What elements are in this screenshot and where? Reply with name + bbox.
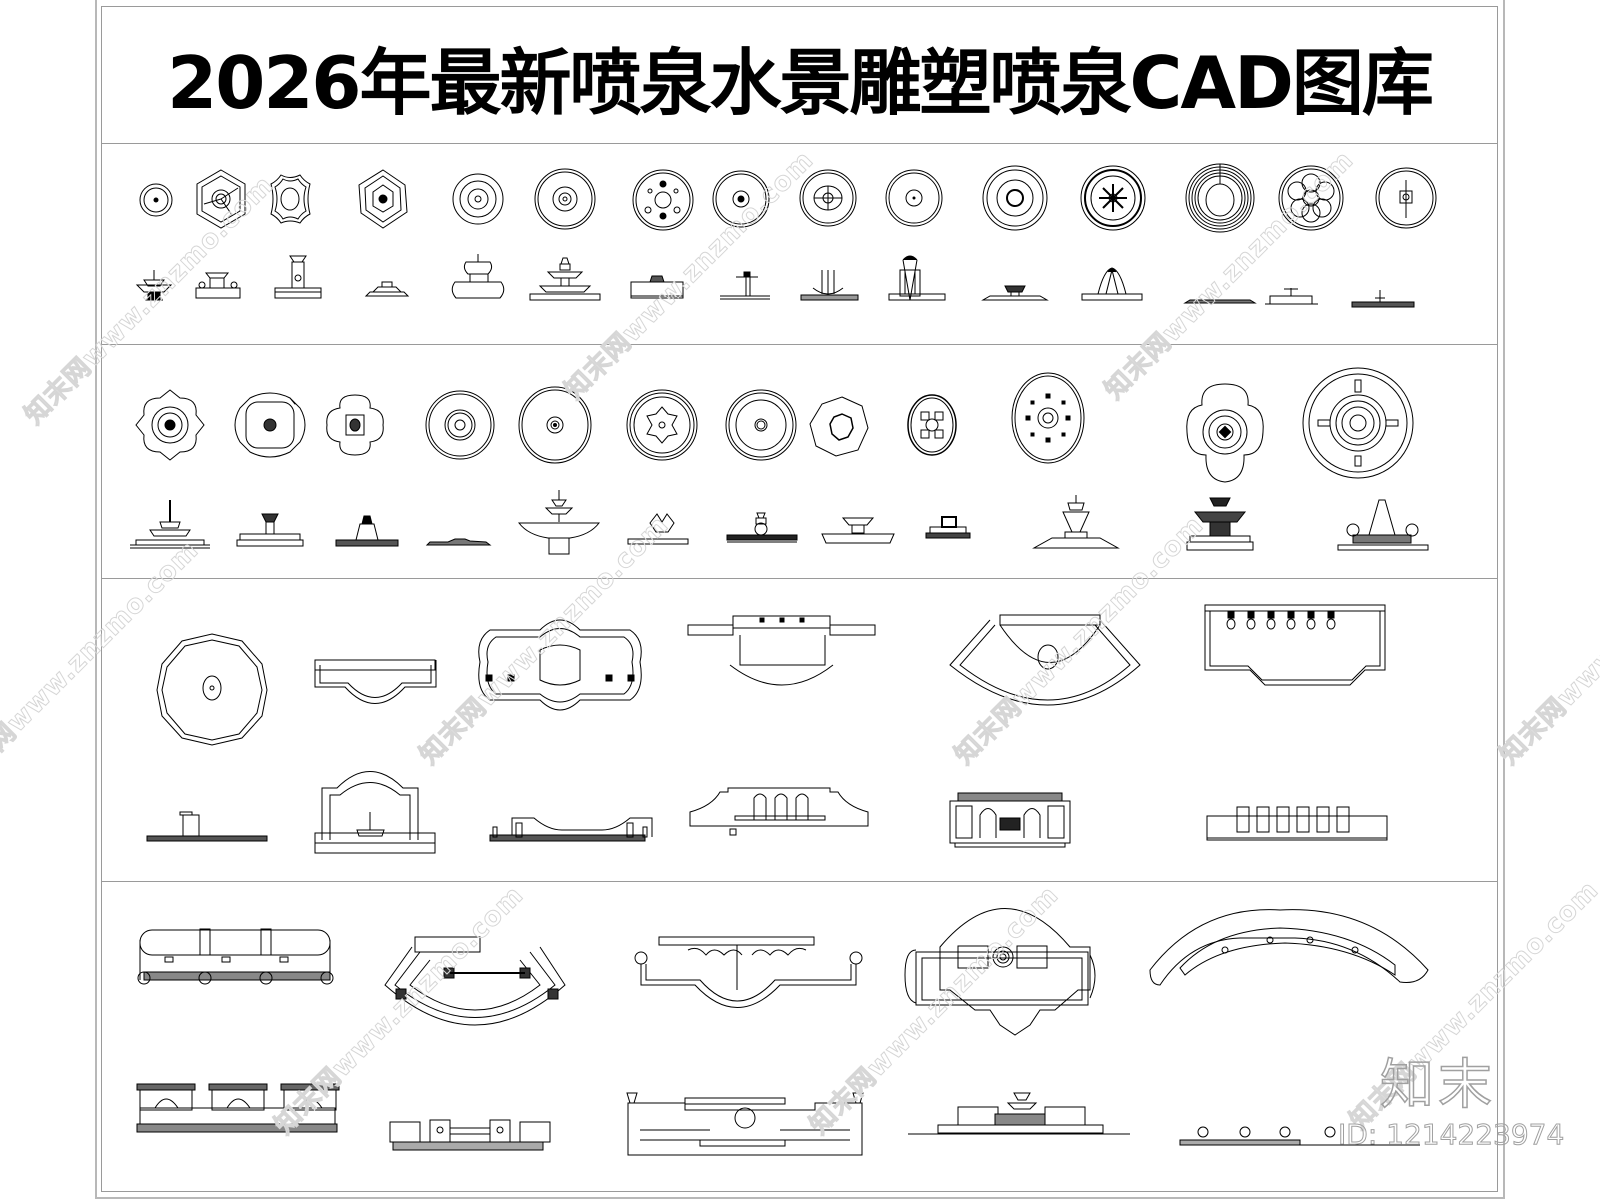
document-id: ID: 1214223974 bbox=[1337, 1118, 1565, 1152]
landscape-fountain-plan-1 bbox=[137, 928, 334, 985]
fountain-plan-3 bbox=[270, 174, 311, 224]
row4-elevations bbox=[136, 1083, 1420, 1156]
fountain-elev-6 bbox=[529, 257, 601, 301]
landscape-fountain-elev-2 bbox=[389, 1119, 551, 1151]
wall-fountain-elev-6 bbox=[1206, 806, 1388, 841]
row1-elevations bbox=[135, 254, 1415, 308]
landscape-fountain-plan-3 bbox=[634, 936, 863, 1008]
fountain-plan-27 bbox=[1302, 367, 1414, 479]
fountain-plan-5 bbox=[452, 173, 504, 225]
wall-fountain-plan-4 bbox=[687, 615, 876, 686]
fountain-plan-20 bbox=[518, 386, 592, 464]
row4-plans bbox=[137, 908, 1429, 1036]
fountain-elev-1 bbox=[135, 270, 173, 301]
fountain-plan-6 bbox=[534, 168, 596, 230]
landscape-fountain-plan-5 bbox=[1149, 909, 1429, 986]
fountain-elev-26 bbox=[1186, 497, 1254, 551]
row2-plans bbox=[135, 367, 1414, 483]
fountain-elev-7 bbox=[630, 275, 684, 299]
fountain-plan-4 bbox=[358, 169, 408, 229]
landscape-fountain-elev-3 bbox=[626, 1092, 864, 1156]
fountain-plan-26 bbox=[1186, 383, 1264, 483]
fountain-plan-12 bbox=[1080, 165, 1146, 231]
fountain-elev-25 bbox=[1032, 495, 1120, 549]
fountain-elev-16 bbox=[130, 500, 210, 549]
wall-fountain-plan-2 bbox=[314, 659, 437, 704]
fountain-plan-14 bbox=[1278, 165, 1344, 231]
fountain-elev-2 bbox=[195, 272, 241, 299]
fountain-plan-7 bbox=[632, 169, 694, 231]
row2-elevations bbox=[130, 490, 1429, 555]
fountain-plan-13 bbox=[1185, 163, 1255, 233]
fountain-elev-15 bbox=[1351, 290, 1415, 308]
fountain-elev-27 bbox=[1337, 499, 1429, 551]
fountain-elev-13 bbox=[1183, 299, 1257, 304]
fountain-elev-14 bbox=[1265, 288, 1318, 305]
wall-fountain-elev-3 bbox=[489, 817, 653, 842]
row3-elevations bbox=[146, 771, 1388, 854]
sheet-outer-frame bbox=[95, 0, 1505, 1199]
fountain-plan-22 bbox=[725, 389, 797, 461]
fountain-plan-19 bbox=[425, 390, 495, 460]
wall-fountain-elev-1 bbox=[146, 811, 268, 842]
fountain-elev-4 bbox=[364, 281, 410, 297]
fountain-elev-17 bbox=[236, 513, 304, 547]
fountain-elev-18 bbox=[335, 515, 399, 547]
wall-fountain-elev-5 bbox=[949, 792, 1071, 848]
fountain-elev-3 bbox=[274, 255, 322, 299]
fountain-elev-20 bbox=[517, 490, 601, 555]
landscape-fountain-elev-1 bbox=[136, 1083, 340, 1133]
fountain-elev-11 bbox=[981, 285, 1049, 301]
wall-fountain-elev-4 bbox=[689, 787, 869, 836]
landscape-fountain-plan-2 bbox=[384, 936, 566, 1026]
section-divider bbox=[101, 344, 1498, 345]
fountain-plan-24 bbox=[907, 394, 957, 456]
row1-plans bbox=[139, 163, 1437, 233]
fountain-plan-9 bbox=[799, 169, 857, 227]
fountain-plan-1 bbox=[139, 183, 173, 217]
fountain-elev-8 bbox=[720, 271, 770, 300]
wall-fountain-plan-6 bbox=[1204, 604, 1386, 686]
landscape-fountain-plan-4 bbox=[904, 908, 1096, 1036]
fountain-elev-10 bbox=[888, 255, 946, 301]
fountain-elev-12 bbox=[1081, 267, 1143, 301]
fountain-elev-23 bbox=[821, 517, 895, 544]
wall-fountain-plan-3 bbox=[478, 619, 642, 711]
fountain-plan-25 bbox=[1011, 372, 1085, 464]
fountain-plan-8 bbox=[712, 170, 770, 228]
fountain-plan-21 bbox=[626, 389, 698, 461]
sheet-inner-frame bbox=[101, 6, 1498, 1192]
fountain-elev-21 bbox=[627, 513, 689, 545]
landscape-fountain-elev-4 bbox=[908, 1092, 1130, 1135]
fountain-plan-17 bbox=[234, 392, 306, 458]
fountain-plan-23 bbox=[809, 396, 869, 457]
fountain-elev-5 bbox=[451, 254, 505, 299]
section-divider bbox=[101, 881, 1498, 882]
wall-fountain-elev-2 bbox=[314, 771, 436, 854]
fountain-plan-15 bbox=[1375, 167, 1437, 229]
sheet-title: 2026年最新喷泉水景雕塑喷泉CAD图库 bbox=[167, 40, 1434, 125]
landscape-fountain-elev-5 bbox=[1179, 1126, 1420, 1146]
fountain-plan-18 bbox=[326, 394, 384, 456]
fountain-elev-22 bbox=[726, 512, 798, 543]
fountain-elev-9 bbox=[800, 270, 859, 301]
section-divider bbox=[101, 143, 1498, 144]
brand-logo: 知末 bbox=[1379, 1052, 1496, 1117]
row3-plans bbox=[156, 604, 1386, 746]
wall-fountain-plan-5 bbox=[949, 614, 1141, 706]
fountain-elev-24 bbox=[925, 516, 971, 539]
fountain-elev-19 bbox=[425, 538, 492, 546]
fountain-plan-2 bbox=[196, 169, 246, 229]
fountain-plan-11 bbox=[982, 165, 1048, 231]
fountain-plan-10 bbox=[885, 169, 943, 227]
section-divider bbox=[101, 578, 1498, 579]
fountain-plan-16 bbox=[135, 389, 205, 461]
wall-fountain-plan-1 bbox=[156, 633, 268, 746]
